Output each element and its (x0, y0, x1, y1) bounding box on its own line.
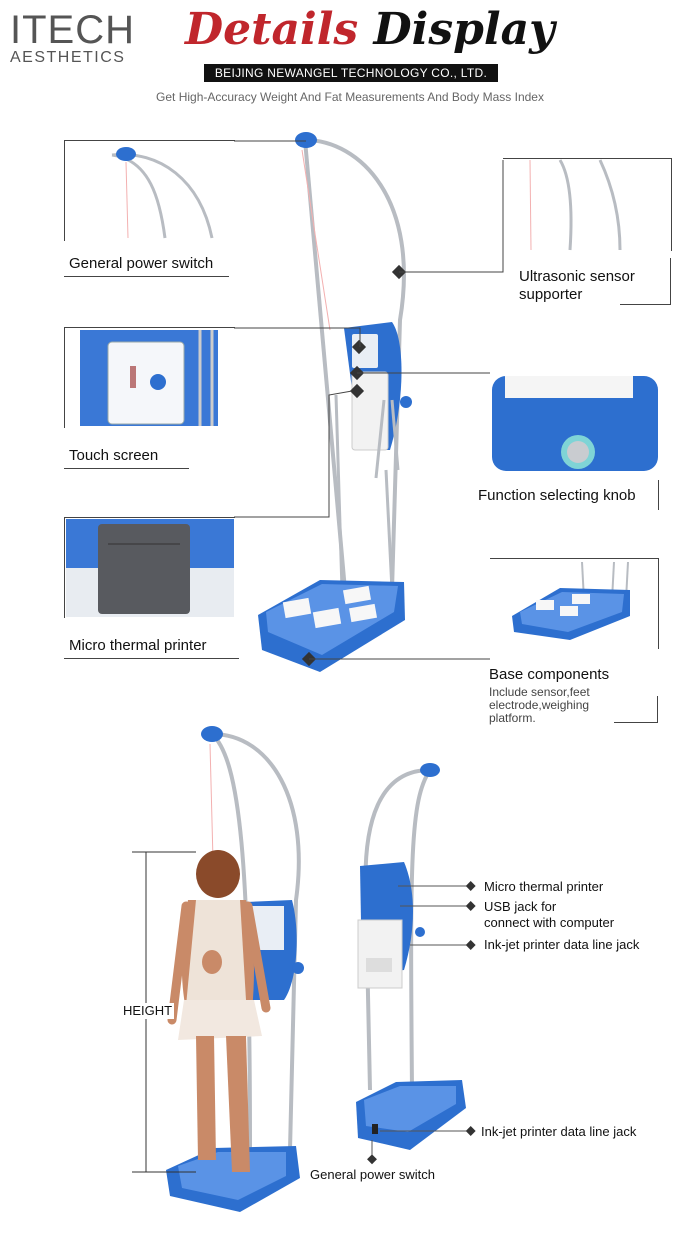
title-part-details: Details (185, 4, 359, 55)
detail-knob (492, 376, 658, 471)
label-base-desc-2: electrode,weighing (489, 698, 590, 712)
detail-frame-power-switch (64, 140, 235, 241)
detail-frame-touch-screen (64, 327, 235, 428)
detail-ultrasonic (529, 159, 622, 251)
label-ultrasonic: Ultrasonic sensor supporter (519, 268, 635, 304)
detail-touch-screen (80, 330, 218, 426)
back-view-illustration (356, 763, 476, 1165)
label-knob-bracket (658, 480, 659, 510)
detail-base (490, 560, 658, 648)
label-back-usb: USB jack for connect with computer (484, 899, 614, 931)
label-back-inkjet: Ink-jet printer data line jack (484, 937, 640, 952)
label-touch-screen: Touch screen (64, 447, 189, 469)
brand-logo-name: ITECH (10, 8, 135, 52)
label-base-bracket-bottom (614, 722, 658, 723)
label-base-inkjet: Ink-jet printer data line jack (481, 1124, 637, 1139)
label-base-title: Base components (489, 666, 610, 683)
label-function-knob: Function selecting knob (478, 487, 636, 504)
label-back-power: General power switch (310, 1167, 435, 1182)
detail-printer (66, 519, 234, 617)
label-base: Base components Include sensor,feet elec… (489, 666, 609, 725)
label-printer: Micro thermal printer (64, 637, 239, 659)
detail-frame-ultrasonic (503, 158, 672, 251)
detail-frame-base (490, 558, 659, 649)
front-view-illustration (132, 726, 304, 1212)
label-ultrasonic-line2: supporter (519, 286, 583, 303)
label-back-usb-line2: connect with computer (484, 915, 615, 930)
label-back-usb-line1: USB jack for (484, 899, 557, 914)
subtitle: Get High-Accuracy Weight And Fat Measure… (156, 90, 544, 104)
label-back-printer: Micro thermal printer (484, 879, 604, 894)
label-base-bracket (657, 696, 658, 722)
title-part-display: Display (373, 4, 555, 55)
detail-power-switch (111, 147, 214, 239)
label-power-switch: General power switch (64, 255, 229, 277)
company-banner: BEIJING NEWANGEL TECHNOLOGY CO., LTD. (204, 64, 498, 82)
label-ultrasonic-line1: Ultrasonic sensor (519, 268, 635, 285)
label-ultrasonic-bracket (670, 258, 671, 304)
detail-frame-printer (64, 517, 235, 618)
label-base-desc-3: platform. (489, 711, 536, 725)
page-title: Details Display (185, 4, 555, 56)
label-base-desc-1: Include sensor,feet (489, 685, 590, 699)
label-ultrasonic-bracket-bottom (620, 304, 671, 305)
label-height: HEIGHT (121, 1003, 175, 1019)
brand-logo-tagline: AESTHETICS (10, 49, 126, 66)
